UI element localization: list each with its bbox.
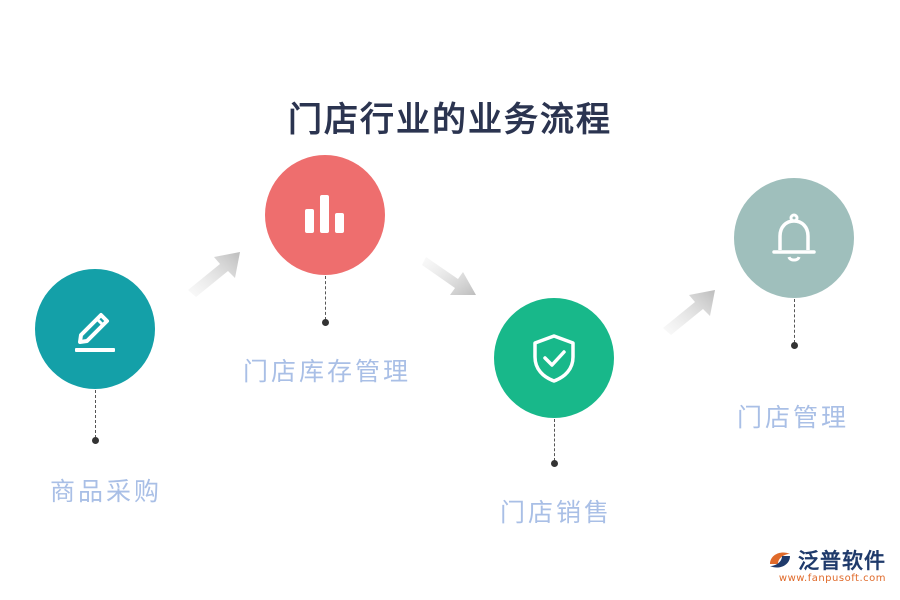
step-4-dot [791, 342, 798, 349]
step-2-connector [325, 276, 326, 320]
step-1-connector [95, 390, 96, 438]
arrow-right-up-icon [663, 290, 715, 335]
step-2-label: 门店库存管理 [243, 357, 412, 386]
fanpu-logo-icon [770, 552, 790, 568]
step-2-circle [265, 155, 385, 275]
step-3-circle [494, 298, 614, 418]
logo-name: 泛普软件 [798, 549, 886, 573]
step-4-connector [794, 299, 795, 343]
step-1-dot [92, 437, 99, 444]
shield-check-icon [533, 334, 575, 383]
step-1-label: 商品采购 [50, 477, 163, 506]
step-3-connector [554, 419, 555, 461]
arrow-right-down-icon [422, 257, 476, 295]
bar-chart-icon [305, 195, 344, 233]
step-1-circle [35, 269, 155, 389]
step-4-circle [734, 178, 854, 298]
bell-icon [772, 213, 816, 262]
pencil-icon [75, 313, 115, 352]
page-title: 门店行业的业务流程 [288, 100, 612, 140]
step-3-dot [551, 460, 558, 467]
step-3-label: 门店销售 [500, 498, 613, 527]
logo-url: www.fanpusoft.com [778, 573, 886, 584]
brand-logo: 泛普软件 www.fanpusoft.com [766, 545, 886, 584]
step-4-label: 门店管理 [737, 403, 850, 432]
arrow-right-up-icon [188, 252, 240, 297]
step-2-dot [322, 319, 329, 326]
